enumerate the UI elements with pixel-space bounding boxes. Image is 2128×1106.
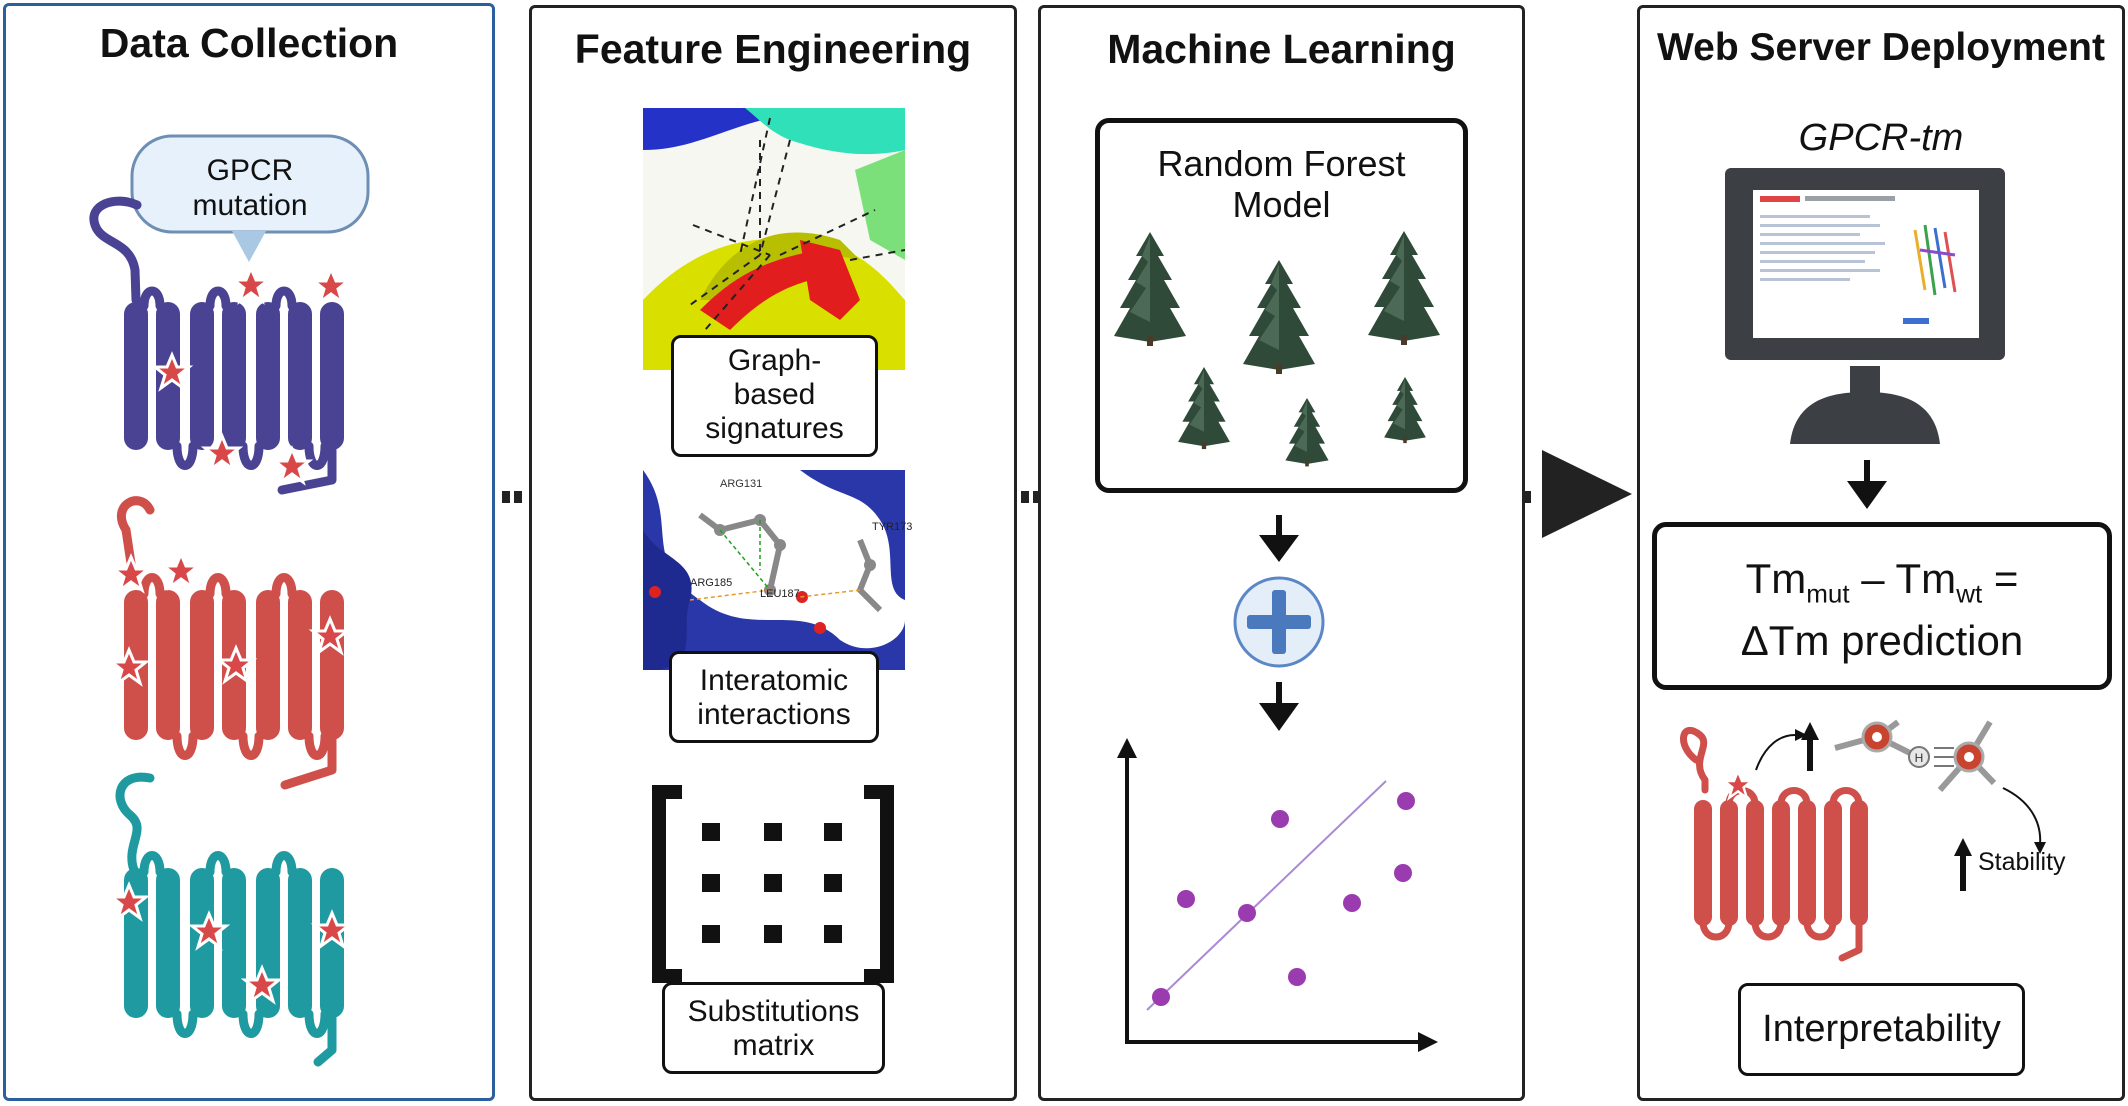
hydrogen-bond-molecule: H xyxy=(1834,719,1997,792)
tool-name: GPCR-tm xyxy=(1798,117,1964,159)
scatter-points xyxy=(1152,792,1415,1006)
matrix-label-line: matrix xyxy=(732,1029,815,1062)
curved-arrow xyxy=(2002,787,2042,846)
gpcr-red-small xyxy=(1680,726,1868,962)
formula-sub-mut: mut xyxy=(1806,578,1850,609)
interpretability-label: Interpretability xyxy=(1762,1008,2001,1050)
delta-tm-formula-box: Tmmut – Tmwt = ΔTm prediction xyxy=(1652,522,2112,690)
formula-minus: – xyxy=(1849,555,1896,602)
formula-equals: = xyxy=(1982,555,2019,602)
substitutions-matrix-label: Substitutions matrix xyxy=(662,982,885,1074)
machine-learning-title: Machine Learning xyxy=(1107,26,1456,72)
panel-connectors xyxy=(502,491,1531,503)
graph-label-line: Graph- xyxy=(727,344,822,377)
interatomic-interactions-label: Interatomic interactions xyxy=(669,651,879,743)
arrow-down-icon xyxy=(1259,515,1299,562)
callout-line-1: GPCR xyxy=(207,154,294,187)
residue-label: LEU187 xyxy=(760,588,800,600)
interatomic-label-line: interactions xyxy=(697,698,851,731)
plus-icon xyxy=(1233,576,1325,668)
gpcr-teal xyxy=(115,772,344,1067)
formula-line-2: ΔTm prediction xyxy=(1740,617,2024,665)
arrow-right-icon xyxy=(1542,450,1632,538)
graph-signatures-label: Graph- based signatures xyxy=(671,335,878,457)
web-server-title: Web Server Deployment xyxy=(1657,26,2105,69)
arrow-up-icon xyxy=(1954,838,1972,891)
interatomic-label-line: Interatomic xyxy=(699,664,849,697)
atom-h-label: H xyxy=(1915,751,1924,765)
model-label-line: Model xyxy=(1232,184,1331,225)
formula-line-1: Tmmut – Tmwt = xyxy=(1657,555,2107,617)
graph-label-line: signatures xyxy=(705,412,844,445)
formula-sub-wt: wt xyxy=(1956,578,1983,609)
callout-line-2: mutation xyxy=(192,189,307,222)
matrix-label-line: Substitutions xyxy=(687,995,860,1028)
residue-label: TYR173 xyxy=(872,521,912,533)
regression-scatter-plot xyxy=(1117,738,1438,1052)
graph-label-line: based xyxy=(733,378,816,411)
interpretability-box: Interpretability xyxy=(1738,983,2025,1076)
curved-arrow xyxy=(1755,734,1796,771)
gpcr-mutation-callout: GPCR mutation xyxy=(130,134,370,262)
formula-tm: Tm xyxy=(1895,555,1957,602)
feature-engineering-title: Feature Engineering xyxy=(574,26,972,72)
interatomic-image: ARG131 LEU187 ARG185 TYR173 xyxy=(643,470,912,670)
monitor-icon xyxy=(1725,168,2005,444)
arrow-down-icon xyxy=(1847,460,1887,509)
formula-tm: Tm xyxy=(1745,555,1807,602)
stability-label: Stability xyxy=(1978,848,2066,876)
residue-label: ARG185 xyxy=(690,577,732,589)
model-label-line: Random Forest xyxy=(1157,143,1406,184)
data-collection-title: Data Collection xyxy=(99,20,399,66)
arrow-down-icon xyxy=(1259,682,1299,731)
substitution-matrix-icon xyxy=(652,785,894,983)
residue-label: ARG131 xyxy=(720,478,762,490)
arrow-up-icon xyxy=(1801,722,1819,771)
